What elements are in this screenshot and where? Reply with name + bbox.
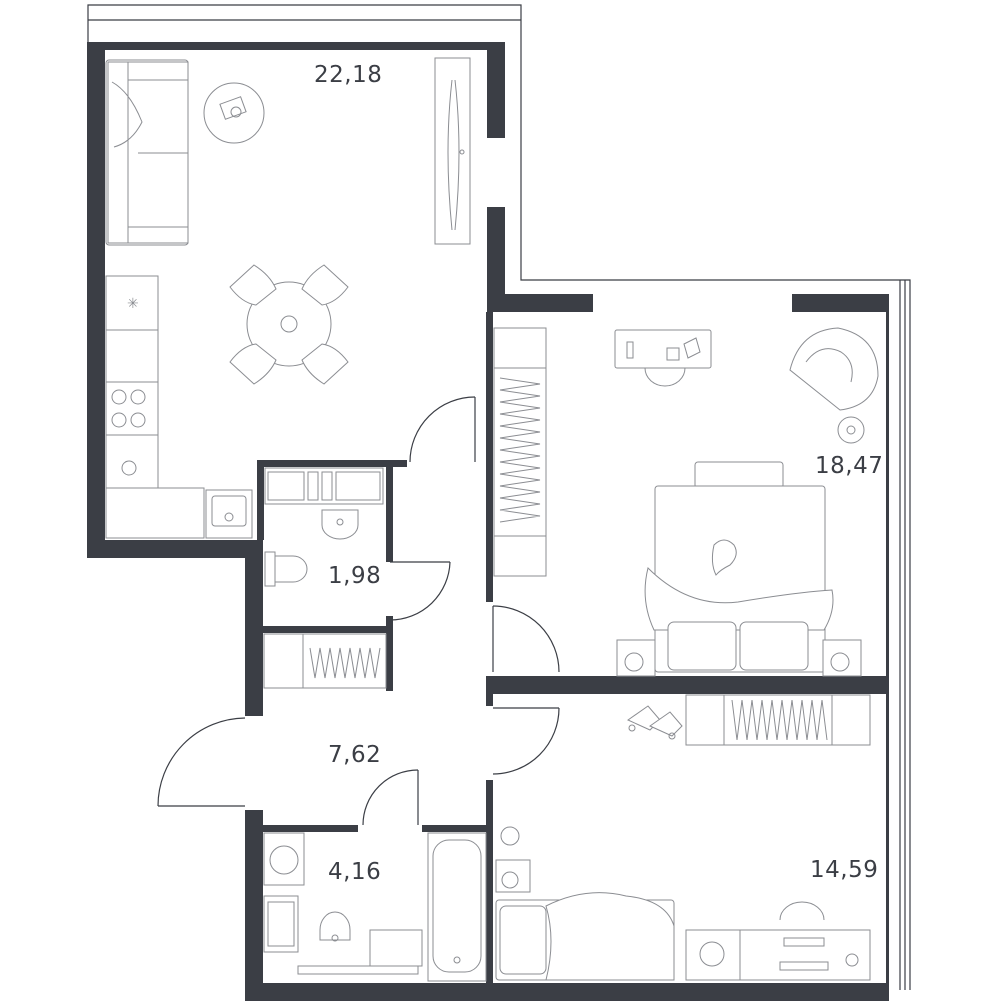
desk-icon <box>685 901 871 981</box>
desk-icon <box>614 329 712 387</box>
wardrobe-icon <box>263 633 387 689</box>
balcony-outline <box>87 4 911 990</box>
toilet-icon <box>297 911 423 975</box>
door-wc[interactable] <box>389 561 451 621</box>
dining-set-icon <box>229 264 349 385</box>
roller-skates-icon <box>626 705 683 740</box>
walls <box>87 42 889 1001</box>
door-living[interactable] <box>409 396 476 463</box>
coffee-table-icon <box>203 82 265 144</box>
doors <box>157 396 560 826</box>
door-bedroom-2[interactable] <box>492 707 560 775</box>
single-bed-icon <box>495 892 675 981</box>
wardrobe-icon <box>685 694 871 746</box>
door-bathroom[interactable] <box>362 769 419 826</box>
wardrobe-icon <box>493 327 547 577</box>
washing-machine-icon <box>263 832 305 953</box>
area-label-bedroom-2: 14,59 <box>810 857 878 883</box>
area-label-bedroom-1: 18,47 <box>815 453 883 479</box>
ball-icon <box>500 826 520 846</box>
kitchen-counter-icon: ✳ <box>105 275 205 539</box>
sink-icon <box>205 489 253 539</box>
toilet-icon <box>264 551 308 587</box>
area-label-bathroom: 4,16 <box>328 859 381 885</box>
stove-icon <box>111 389 146 476</box>
armchair-icon <box>789 327 879 444</box>
door-bedroom-1[interactable] <box>492 605 560 673</box>
area-label-living-kitchen: 22,18 <box>314 62 382 88</box>
door-entrance[interactable] <box>157 717 246 807</box>
bathtub-icon <box>427 832 487 982</box>
tv-stand-icon <box>434 57 471 245</box>
wc-fixtures <box>264 467 384 540</box>
nightstand-icon <box>495 859 531 893</box>
area-label-hallway: 7,62 <box>328 742 381 768</box>
svg-text:✳: ✳ <box>127 296 139 312</box>
double-bed-icon <box>616 461 862 677</box>
sofa-icon <box>105 59 189 246</box>
area-label-wc: 1,98 <box>328 563 381 589</box>
